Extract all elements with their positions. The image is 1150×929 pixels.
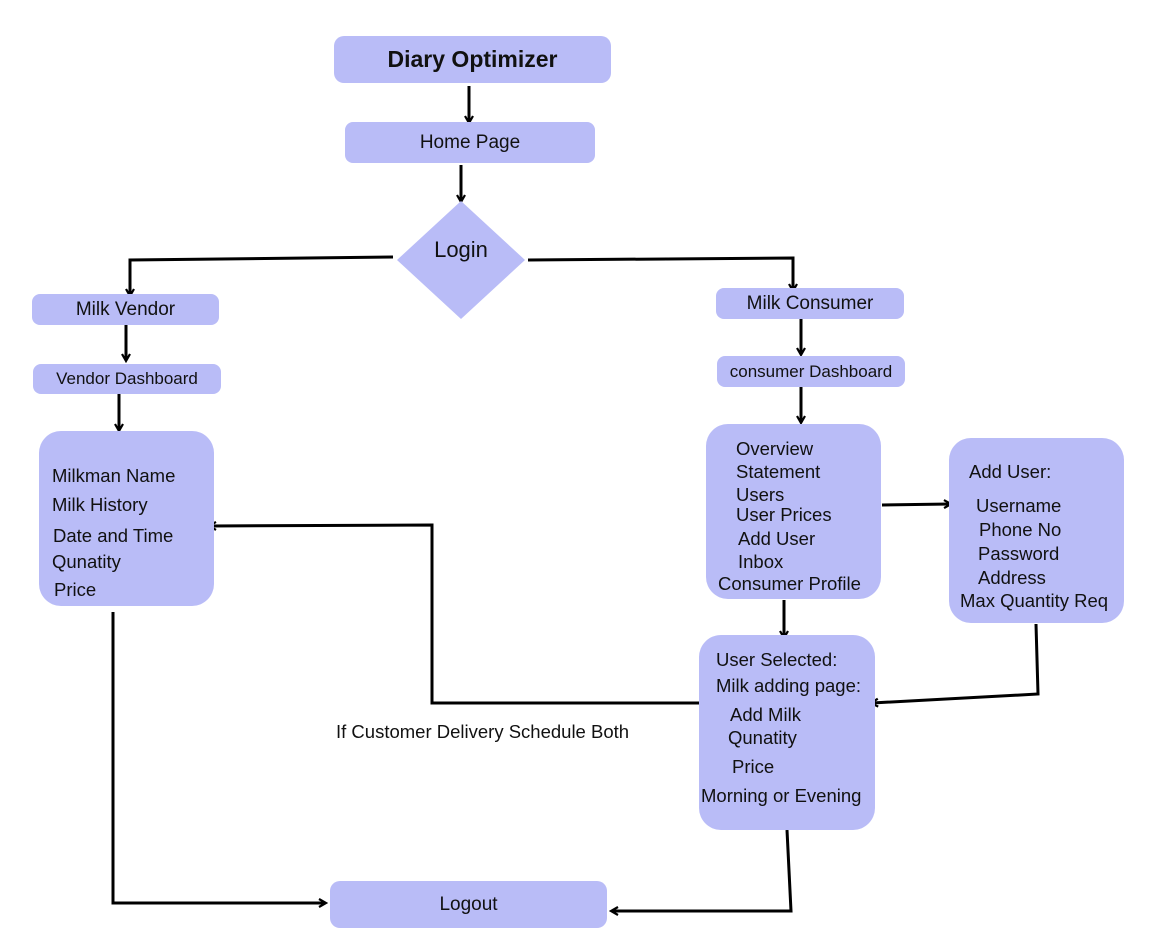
title-node: Diary Optimizer — [334, 36, 611, 83]
milk-field: Morning or Evening — [701, 785, 862, 806]
arrow-vendor-panel-logout — [111, 612, 325, 903]
vendor-field: Qunatity — [52, 551, 121, 572]
arrow-milk-vendor-panel — [210, 525, 699, 705]
add-user-panel: Add User: Username Phone No Password Add… — [949, 438, 1124, 623]
consumer-menu-item: User Prices — [736, 504, 832, 525]
consumer-menu-panel: Overview Statement Users User Prices Add… — [706, 424, 881, 599]
milk-field: Add Milk — [730, 704, 801, 725]
arrow-login-vendor — [130, 255, 394, 295]
consumer-menu-item: Users — [736, 484, 785, 505]
arrow-login-consumer — [527, 256, 793, 290]
arrow-add-user-milk — [872, 623, 1040, 703]
milk-consumer-node: Milk Consumer — [716, 288, 904, 319]
milk-vendor-node: Milk Vendor — [32, 294, 219, 325]
home-page-label: Home Page — [419, 131, 521, 153]
schedule-note: If Customer Delivery Schedule Both — [336, 721, 630, 742]
add-user-field: Add User: — [969, 461, 1052, 482]
vendor-field: Price — [54, 579, 97, 600]
consumer-menu-item: Statement — [736, 461, 821, 482]
add-user-field: Max Quantity Req — [960, 590, 1109, 611]
vendor-dashboard-label: Vendor Dashboard — [56, 369, 198, 388]
arrow-milk-logout — [612, 829, 793, 911]
vendor-field: Date and Time — [53, 525, 174, 546]
consumer-menu-item: Overview — [736, 438, 814, 459]
milk-vendor-label: Milk Vendor — [75, 298, 176, 320]
consumer-menu-item: Add User — [738, 528, 816, 549]
login-decision: Login — [397, 201, 525, 319]
milk-field: Qunatity — [728, 727, 797, 748]
consumer-dashboard-label: consumer Dashboard — [729, 361, 893, 381]
consumer-menu-item: Inbox — [738, 551, 784, 572]
title-label: Diary Optimizer — [387, 46, 558, 72]
milk-consumer-label: Milk Consumer — [746, 292, 874, 314]
home-page-node: Home Page — [345, 122, 595, 163]
add-user-field: Address — [978, 567, 1046, 588]
add-user-field: Username — [976, 495, 1062, 516]
milk-field: Milk adding page: — [716, 675, 862, 696]
login-label: Login — [434, 237, 488, 262]
add-user-field: Password — [978, 543, 1060, 564]
vendor-field: Milk History — [52, 494, 148, 515]
logout-label: Logout — [439, 893, 498, 915]
vendor-field: Milkman Name — [52, 465, 176, 486]
milk-field: User Selected: — [716, 649, 838, 670]
vendor-details-panel: Milkman Name Milk History Date and Time … — [39, 431, 214, 606]
consumer-dashboard-node: consumer Dashboard — [717, 356, 905, 387]
milk-field: Price — [732, 756, 775, 777]
arrow-menu-add-user — [881, 504, 950, 505]
logout-node: Logout — [330, 881, 607, 928]
milk-adding-panel: User Selected: Milk adding page: Add Mil… — [699, 635, 875, 830]
consumer-menu-item: Consumer Profile — [718, 573, 861, 594]
vendor-dashboard-node: Vendor Dashboard — [33, 364, 221, 394]
add-user-field: Phone No — [979, 519, 1062, 540]
